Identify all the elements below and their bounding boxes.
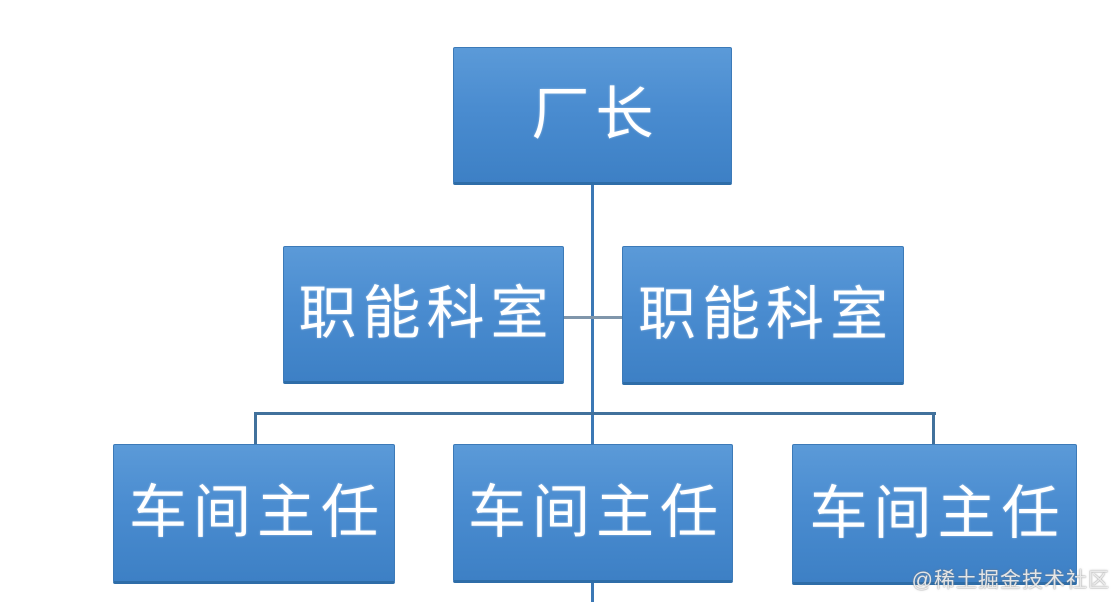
connector-depts-horizontal [564,316,622,319]
org-node-workshop-director-left: 车间主任 [113,444,395,584]
org-node-workshop-director-center: 车间主任 [453,444,733,583]
org-node-functional-dept-left: 职能科室 [283,246,564,384]
connector-workshops-horizontal [254,412,936,415]
org-node-functional-dept-right: 职能科室 [622,246,904,385]
connector-workshop-right-drop [932,412,935,445]
connector-workshop-left-drop [254,412,257,445]
org-node-workshop-director-right: 车间主任 [792,444,1077,585]
connector-bottom-stub [591,582,594,602]
watermark-text: @稀土掘金技术社区 [911,569,1110,592]
org-node-factory-director: 厂长 [453,47,732,185]
connector-director-vertical [591,185,594,444]
